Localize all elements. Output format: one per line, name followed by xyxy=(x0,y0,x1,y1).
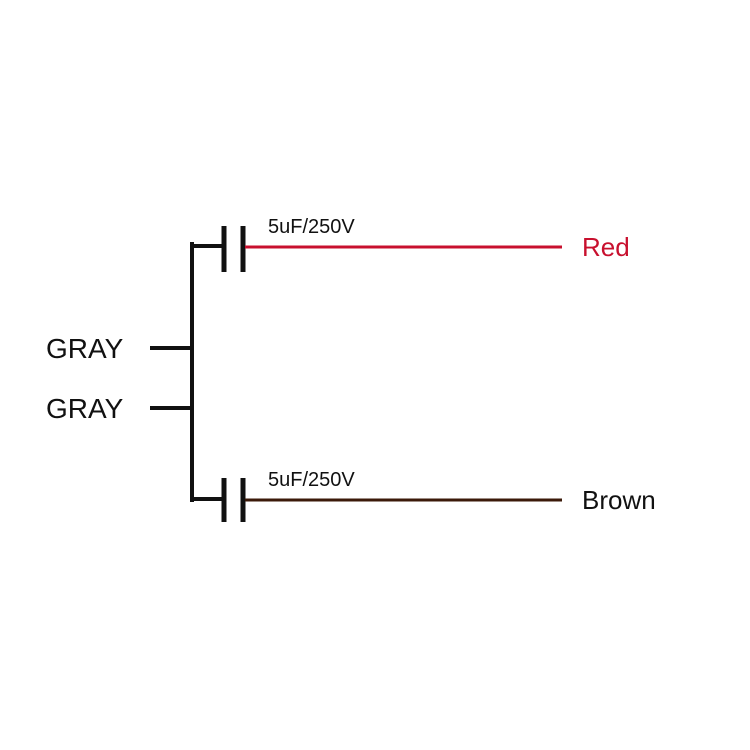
capacitor-2 xyxy=(190,478,246,522)
terminal-2-label: GRAY xyxy=(46,393,124,424)
capacitor-1 xyxy=(190,226,246,272)
capacitor-2-rating: 5uF/250V xyxy=(268,469,355,491)
capacitor-1-rating: 5uF/250V xyxy=(268,216,355,238)
terminal-1-label: GRAY xyxy=(46,333,124,364)
red-wire-label: Red xyxy=(582,232,630,262)
brown-wire-label: Brown xyxy=(582,485,656,515)
